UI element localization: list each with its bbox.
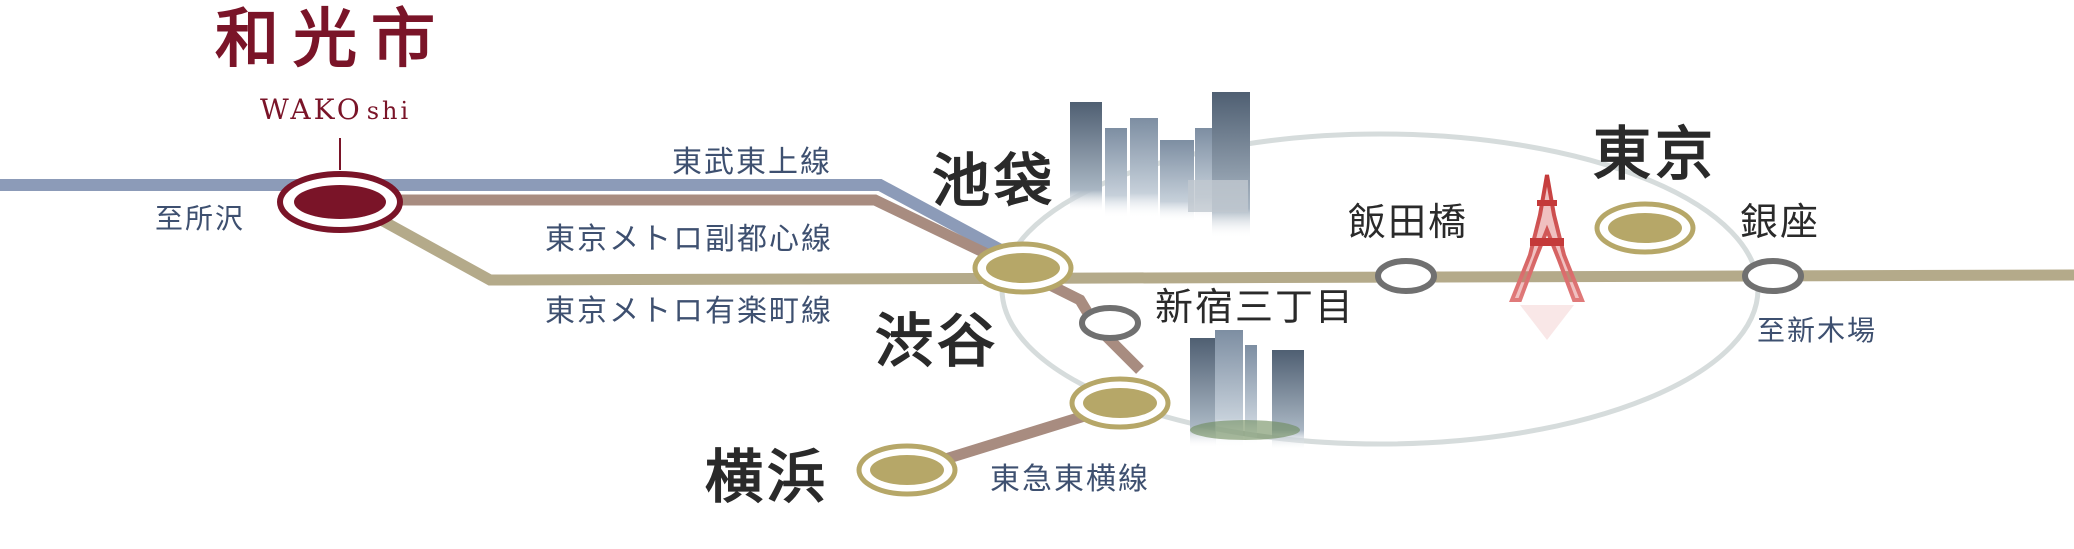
direction-shinkiba: 至新木場 [1757,314,1878,347]
wako-roman-main: WAKO [260,93,363,126]
line-label-toyoko: 東急東横線 [990,462,1150,497]
station-label-shinjuku-sanchome: 新宿三丁目 [1155,285,1356,329]
tokyo-tower-icon [1509,135,1585,340]
station-label-iidabashi: 飯田橋 [1348,200,1469,244]
line-label-fukutoshin: 東京メトロ副都心線 [545,222,833,257]
station-label-shibuya: 渋谷 [875,307,1000,375]
shinjuku-sanchome-station-marker [1079,305,1141,341]
yurakucho-line [342,195,2074,286]
line-label-tobu-tojo: 東武東上線 [672,145,832,180]
iidabashi-station-marker [1375,258,1437,294]
shibuya-station-marker [1069,376,1171,430]
yokohama-station-marker [856,443,958,497]
ikebukuro-station-marker [972,241,1074,295]
direction-tokorozawa: 至所沢 [155,202,246,235]
wako-station-name: 和光市 [215,2,449,77]
wako-roman-suffix: shi [366,97,412,125]
shibuya-skyline-icon [1190,330,1304,450]
station-label-yokohama: 横浜 [705,443,830,511]
ikebukuro-skyline-icon [1070,92,1250,238]
station-label-ginza: 銀座 [1740,200,1821,244]
station-label-ikebukuro: 池袋 [932,147,1057,215]
station-label-tokyo: 東京 [1593,120,1718,188]
wako-station-marker [277,171,403,233]
tokyo-station-marker [1594,201,1696,255]
ginza-station-marker [1742,258,1804,294]
line-label-yurakucho: 東京メトロ有楽町線 [545,294,833,329]
